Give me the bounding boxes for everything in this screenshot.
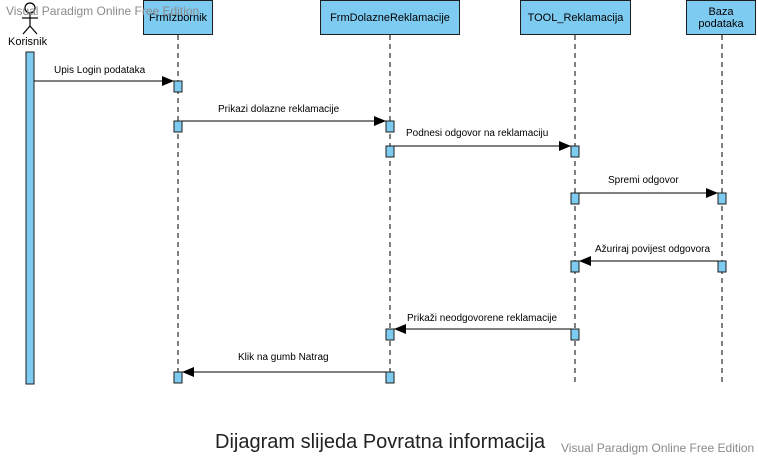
activation-box (385, 328, 395, 341)
activation-box (385, 120, 395, 133)
lifeline-label: Baza podataka (698, 5, 744, 30)
lifeline-frm-izbornik: FrmIzbornik (143, 0, 213, 35)
diagram-caption: Dijagram slijeda Povratna informacija (215, 431, 546, 453)
actor-label: Korisnik (8, 36, 48, 48)
watermark-top: Visual Paradigm Online Free Edition (6, 4, 200, 18)
activation-box (570, 328, 580, 341)
message-label-1: Upis Login podataka (54, 65, 146, 76)
activation-box (173, 120, 183, 133)
activation-box (717, 192, 727, 205)
message-label-6: Prikaži neodgovorene reklamacije (407, 313, 558, 324)
lifeline-tool: TOOL_Reklamacija (520, 0, 631, 35)
lifeline-label: FrmDolazneReklamacije (330, 11, 450, 24)
activation-box (717, 260, 727, 273)
lifeline-label: TOOL_Reklamacija (527, 11, 624, 24)
lifeline-label: FrmIzbornik (148, 11, 208, 24)
activation-box (570, 260, 580, 273)
activation-box (385, 145, 395, 158)
actor-figure (22, 2, 38, 35)
message-label-3: Podnesi odgovor na reklamaciju (406, 128, 549, 139)
lifeline-frm-dolazne: FrmDolazneReklamacije (320, 0, 460, 35)
activation-box (385, 371, 395, 384)
activation-box (173, 80, 183, 93)
message-label-5: Ažuriraj povijest odgovora (595, 244, 711, 255)
lifeline-baza: Baza podataka (686, 0, 756, 35)
activation-box (570, 145, 580, 158)
watermark-bottom: Visual Paradigm Online Free Edition (561, 441, 755, 455)
actor-activation-bar (25, 51, 35, 385)
activation-box (570, 192, 580, 205)
message-label-7: Klik na gumb Natrag (238, 352, 329, 363)
message-label-2: Prikazi dolazne reklamacije (218, 104, 340, 115)
message-label-4: Spremi odgovor (608, 175, 679, 186)
activation-box (173, 371, 183, 384)
